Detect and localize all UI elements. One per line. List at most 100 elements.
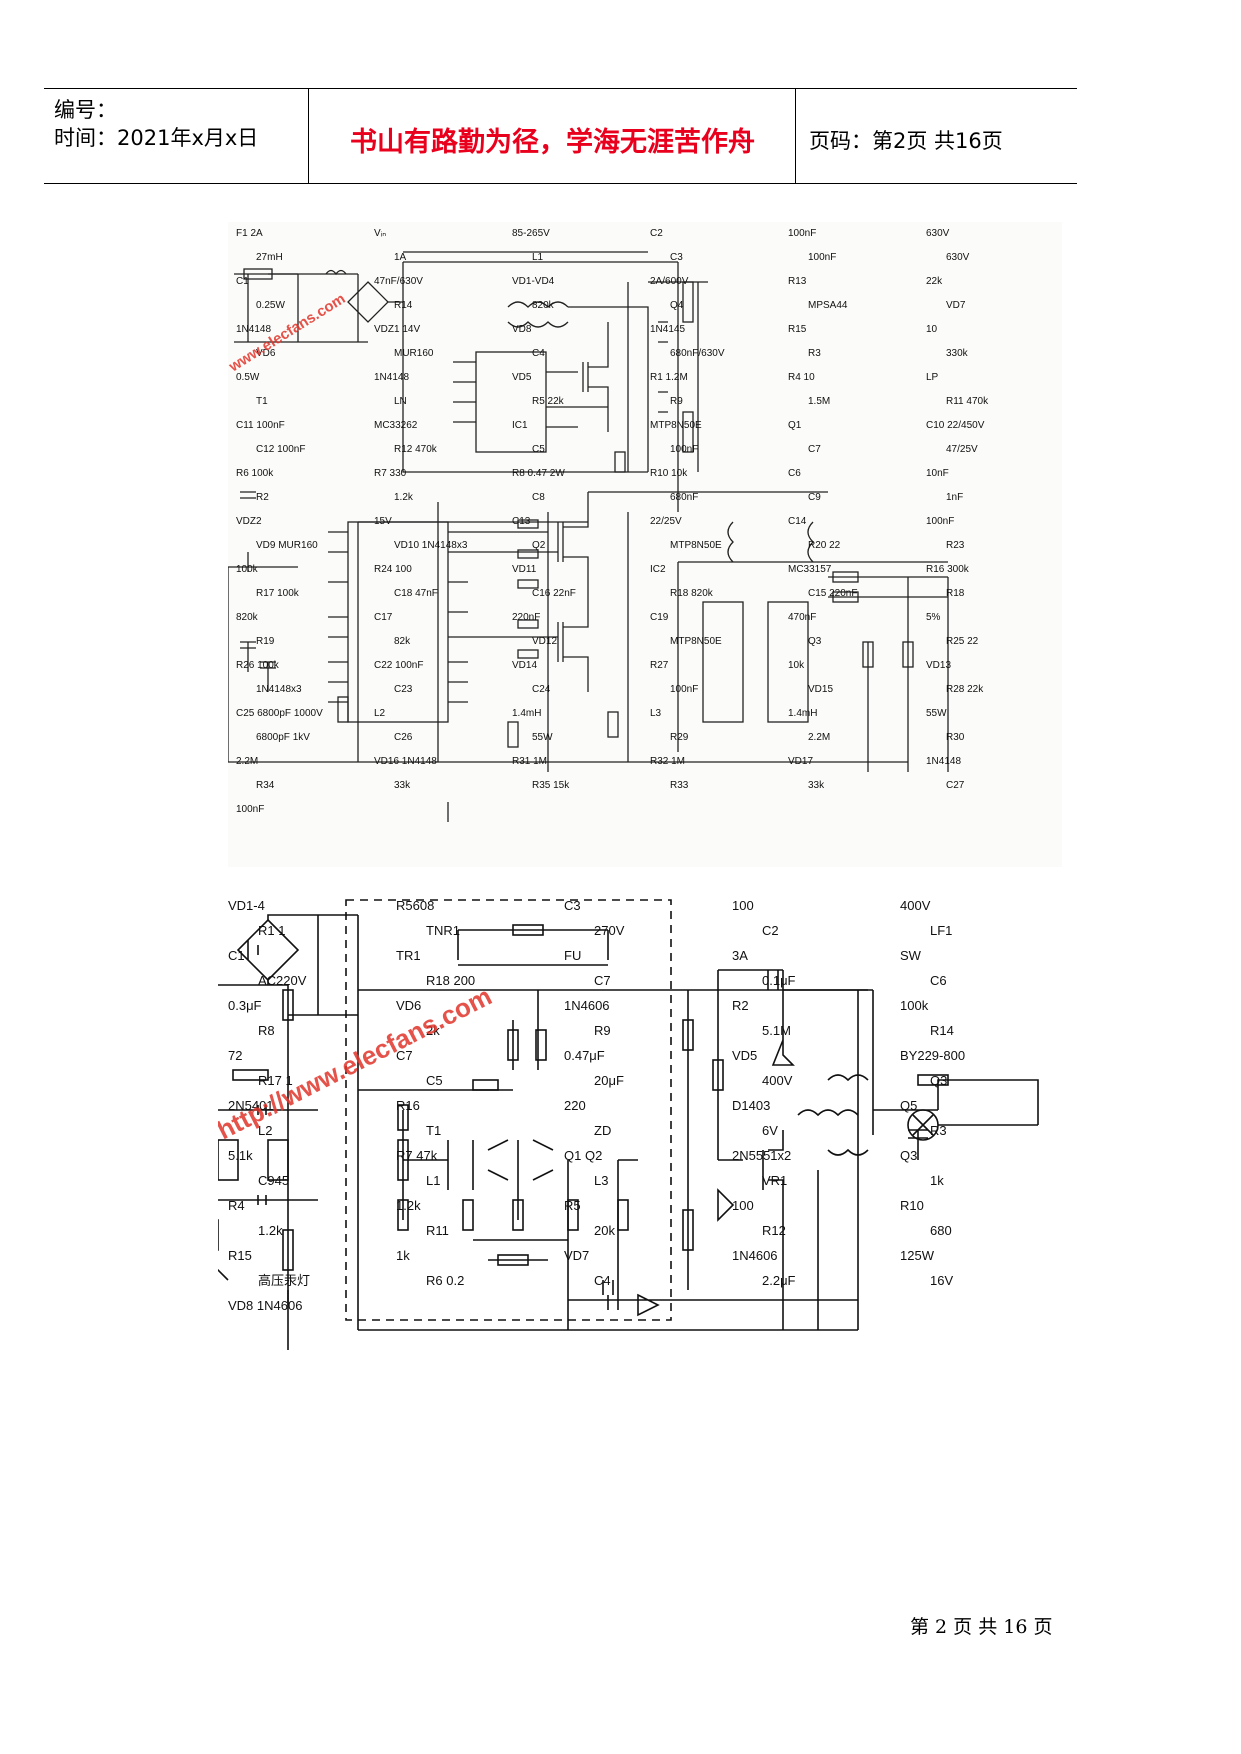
circuit-1-component-label: R4 10: [788, 372, 815, 383]
circuit-1-component-label: 220nF: [512, 612, 540, 623]
circuit-1-component-label: Vᵢₙ: [374, 228, 386, 239]
circuit-2-component-label: 100: [732, 898, 754, 913]
circuit-1-component-label: C1: [236, 276, 249, 287]
circuit-1-component-label: 820k: [236, 612, 259, 623]
circuit-1-component-label: 10: [926, 324, 938, 335]
circuit-1-component-label: R29: [670, 732, 689, 743]
circuit-1-component-label: 630V: [926, 228, 950, 239]
circuit-1-component-label: 6800pF 1kV: [256, 732, 310, 743]
circuit-1-component-label: 1N4148: [236, 324, 271, 335]
circuit-1-component-label: VDZ1 14V: [374, 324, 420, 335]
circuit-2-component-label: VR1: [762, 1173, 787, 1188]
circuit-1-component-label: R24 100: [374, 564, 412, 575]
circuit-1-component-label: VD15: [808, 684, 833, 695]
circuit-2-component-label: BY229-800: [900, 1048, 965, 1063]
circuit-1-component-label: L1: [532, 252, 544, 263]
circuit-2-component-label: R5608: [396, 898, 434, 913]
circuit-1-component-label: VD8: [512, 324, 532, 335]
circuit-1-component-label: VD17: [788, 756, 813, 767]
circuit-1-component-label: Q1: [788, 420, 802, 431]
circuit-2-component-label: L3: [594, 1173, 608, 1188]
circuit-2-component-label: R18 200: [426, 973, 475, 988]
circuit-2-component-label: 2N5401: [228, 1098, 274, 1113]
circuit-2-component-label: LF1: [930, 923, 952, 938]
circuit-1-component-label: 55W: [926, 708, 947, 719]
circuit-2-component-label: R12: [762, 1223, 786, 1238]
circuit-1-component-label: 1N4148x3: [256, 684, 302, 695]
circuit-2-component-label: 1k: [396, 1248, 410, 1263]
circuit-1-component-label: C5: [532, 444, 545, 455]
circuit-1-component-label: R26 100k: [236, 660, 280, 671]
circuit-1-component-label: MC33262: [374, 420, 418, 431]
circuit-1-component-label: VD7: [946, 300, 966, 311]
circuit-1-component-label: LP: [926, 372, 939, 383]
circuit-1-component-label: 2.2M: [808, 732, 830, 743]
circuit-2-component-label: 100k: [900, 998, 929, 1013]
circuit-1-component-label: MTP8N50E: [670, 636, 722, 647]
circuit-2-component-label: R3: [930, 1123, 947, 1138]
circuit-2-component-label: R6 0.2: [426, 1273, 464, 1288]
document-time: 时间：2021年x月x日: [54, 126, 259, 150]
circuit-1-component-label: L3: [650, 708, 662, 719]
footer-page-number: 第 2 页 共 16 页: [910, 1616, 1053, 1638]
circuit-1-component-label: R17 100k: [256, 588, 300, 599]
circuit-2-component-label: R15: [228, 1248, 252, 1263]
circuit-2-component-label: 125W: [900, 1248, 935, 1263]
circuit-1-component-label: 1nF: [946, 492, 963, 503]
circuit-1-component-label: R30: [946, 732, 965, 743]
circuit-1-component-label: MUR160: [394, 348, 434, 359]
circuit-2-component-label: R17 1: [258, 1073, 293, 1088]
circuit-2-component-label: 270V: [594, 923, 625, 938]
circuit-1-component-label: R28 22k: [946, 684, 984, 695]
circuit-1-component-label: C9: [808, 492, 821, 503]
header-page-code: 页码：第2页 共16页: [809, 129, 1003, 153]
circuit-1-component-label: 47nF/630V: [374, 276, 423, 287]
circuit-1-component-label: C6: [788, 468, 801, 479]
circuit-1-component-label: 1N4148: [374, 372, 409, 383]
circuit-1-component-label: 47/25V: [946, 444, 978, 455]
circuit-1-component-label: R20 22: [808, 540, 841, 551]
circuit-1-component-label: R27: [650, 660, 669, 671]
circuit-2-component-label: 0.1μF: [762, 973, 796, 988]
circuit-1-component-label: 630V: [946, 252, 970, 263]
circuit-2-component-label: C1: [228, 948, 245, 963]
circuit-1-component-label: R1 1.2M: [650, 372, 688, 383]
circuit-2-wires: [218, 899, 1039, 1350]
circuit-1-component-label: VD5: [512, 372, 532, 383]
circuit-1-component-label: 1.5M: [808, 396, 830, 407]
circuit-1-component-label: 1.4mH: [788, 708, 817, 719]
header-info-cell: 编号： 时间：2021年x月x日: [44, 89, 309, 183]
circuit-2-component-label: L2: [258, 1123, 272, 1138]
circuit-2-component-label: 5.1k: [228, 1148, 253, 1163]
circuit-1-component-label: Q4: [670, 300, 684, 311]
circuit-1-component-label: 330k: [946, 348, 969, 359]
circuit-2-component-label: 400V: [762, 1073, 793, 1088]
circuit-1-component-label: 100nF: [788, 228, 816, 239]
circuit-1-component-label: 100nF: [670, 444, 698, 455]
circuit-1-component-label: VD6: [256, 348, 276, 359]
circuit-1-component-label: R11 470k: [946, 396, 989, 407]
circuit-2-component-label: 0.3μF: [228, 998, 262, 1013]
circuit-2-component-label: C3: [564, 898, 581, 913]
circuit-2-component-label: 3A: [732, 948, 748, 963]
circuit-2-component-label: TR1: [396, 948, 421, 963]
circuit-1-component-label: C27: [946, 780, 965, 791]
circuit-1-component-label: C17: [374, 612, 393, 623]
circuit-1-component-label: 55W: [532, 732, 553, 743]
circuit-1-component-label: VD12: [532, 636, 557, 647]
circuit-2-component-label: 400V: [900, 898, 931, 913]
circuit-2-component-label: R7 47k: [396, 1148, 438, 1163]
circuit-2-component-label: Q3: [930, 1073, 947, 1088]
circuit-1-component-label: 100nF: [670, 684, 698, 695]
circuit-2-component-label: R4: [228, 1198, 245, 1213]
circuit-1-component-label: R9: [670, 396, 683, 407]
circuit-2-component-label: 1N4606: [564, 998, 610, 1013]
circuit-1-component-label: R16 300k: [926, 564, 970, 575]
circuit-2-component-label: VD6: [396, 998, 421, 1013]
circuit-1-component-label: C18 47nF: [394, 588, 438, 599]
circuit-1-component-label: C11 100nF: [236, 420, 285, 431]
circuit-1-component-label: 2.2M: [236, 756, 258, 767]
circuit-1-component-label: R32 1M: [650, 756, 685, 767]
circuit-1-component-label: 33k: [394, 780, 411, 791]
